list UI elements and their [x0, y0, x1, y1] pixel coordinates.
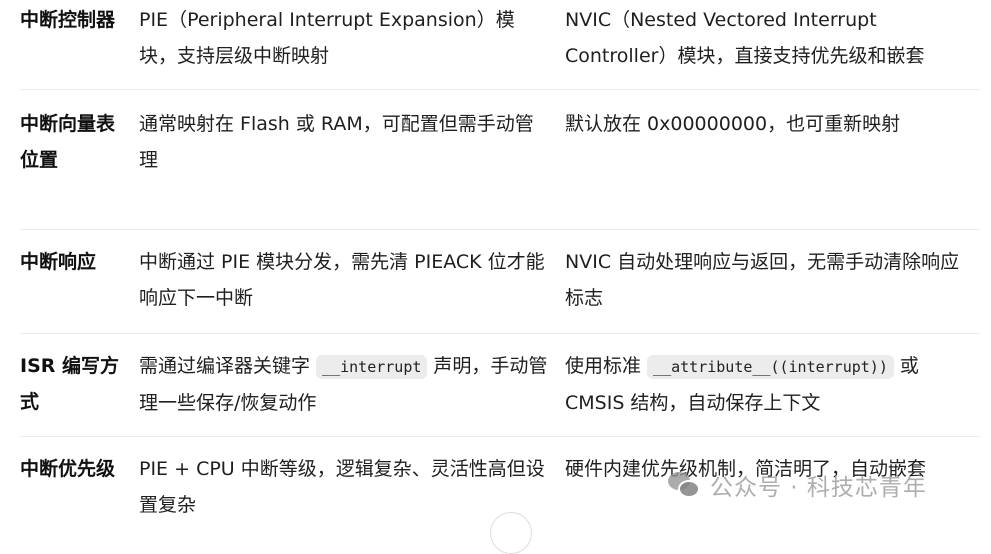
- table-row: ISR 编写方式 需通过编译器关键字 __interrupt 声明，手动管理一些…: [20, 334, 980, 437]
- pie-cell: PIE（Peripheral Interrupt Expansion）模块，支持…: [139, 9, 515, 67]
- table-row: 中断控制器 PIE（Peripheral Interrupt Expansion…: [20, 0, 980, 90]
- nvic-cell: 硬件内建优先级机制，简洁明了，自动嵌套: [565, 458, 927, 480]
- pie-cell: 需通过编译器关键字 __interrupt 声明，手动管理一些保存/恢复动作: [139, 348, 565, 436]
- nvic-cell: 默认放在 0x00000000，也可重新映射: [565, 113, 901, 135]
- feature-cell: 中断响应: [20, 251, 97, 273]
- inline-code: __attribute__((interrupt)): [647, 355, 894, 379]
- table-row: 中断响应 中断通过 PIE 模块分发，需先清 PIEACK 位才能响应下一中断 …: [20, 230, 980, 334]
- nvic-cell: NVIC（Nested Vectored Interrupt Controlle…: [565, 9, 925, 67]
- feature-cell: 中断优先级: [20, 458, 116, 480]
- nvic-cell: 使用标准 __attribute__((interrupt)) 或 CMSIS …: [565, 348, 980, 436]
- nvic-text-after: 或 CMSIS 结构，自动保存上下文: [565, 355, 919, 414]
- table-row: 中断优先级 PIE + CPU 中断等级，逻辑复杂、灵活性高但设置复杂 硬件内建…: [20, 437, 980, 527]
- nvic-text-before: 使用标准: [565, 355, 648, 377]
- pie-cell: PIE + CPU 中断等级，逻辑复杂、灵活性高但设置复杂: [139, 458, 545, 516]
- pie-text-before: 需通过编译器关键字: [139, 355, 317, 377]
- comparison-table: 中断控制器 PIE（Peripheral Interrupt Expansion…: [20, 0, 980, 527]
- pie-cell: 通常映射在 Flash 或 RAM，可配置但需手动管理: [139, 113, 534, 171]
- feature-cell: 中断向量表位置: [20, 113, 116, 171]
- pie-text-after: 声明，手动管理一些保存/恢复动作: [139, 355, 548, 414]
- pie-cell: 中断通过 PIE 模块分发，需先清 PIEACK 位才能响应下一中断: [139, 251, 545, 309]
- table-row: 中断向量表位置 通常映射在 Flash 或 RAM，可配置但需手动管理 默认放在…: [20, 90, 980, 230]
- scroll-to-top-button[interactable]: [490, 512, 532, 554]
- feature-cell: ISR 编写方式: [20, 355, 119, 413]
- feature-cell: 中断控制器: [20, 9, 116, 31]
- inline-code: __interrupt: [316, 355, 428, 379]
- nvic-cell: NVIC 自动处理响应与返回，无需手动清除响应标志: [565, 251, 960, 309]
